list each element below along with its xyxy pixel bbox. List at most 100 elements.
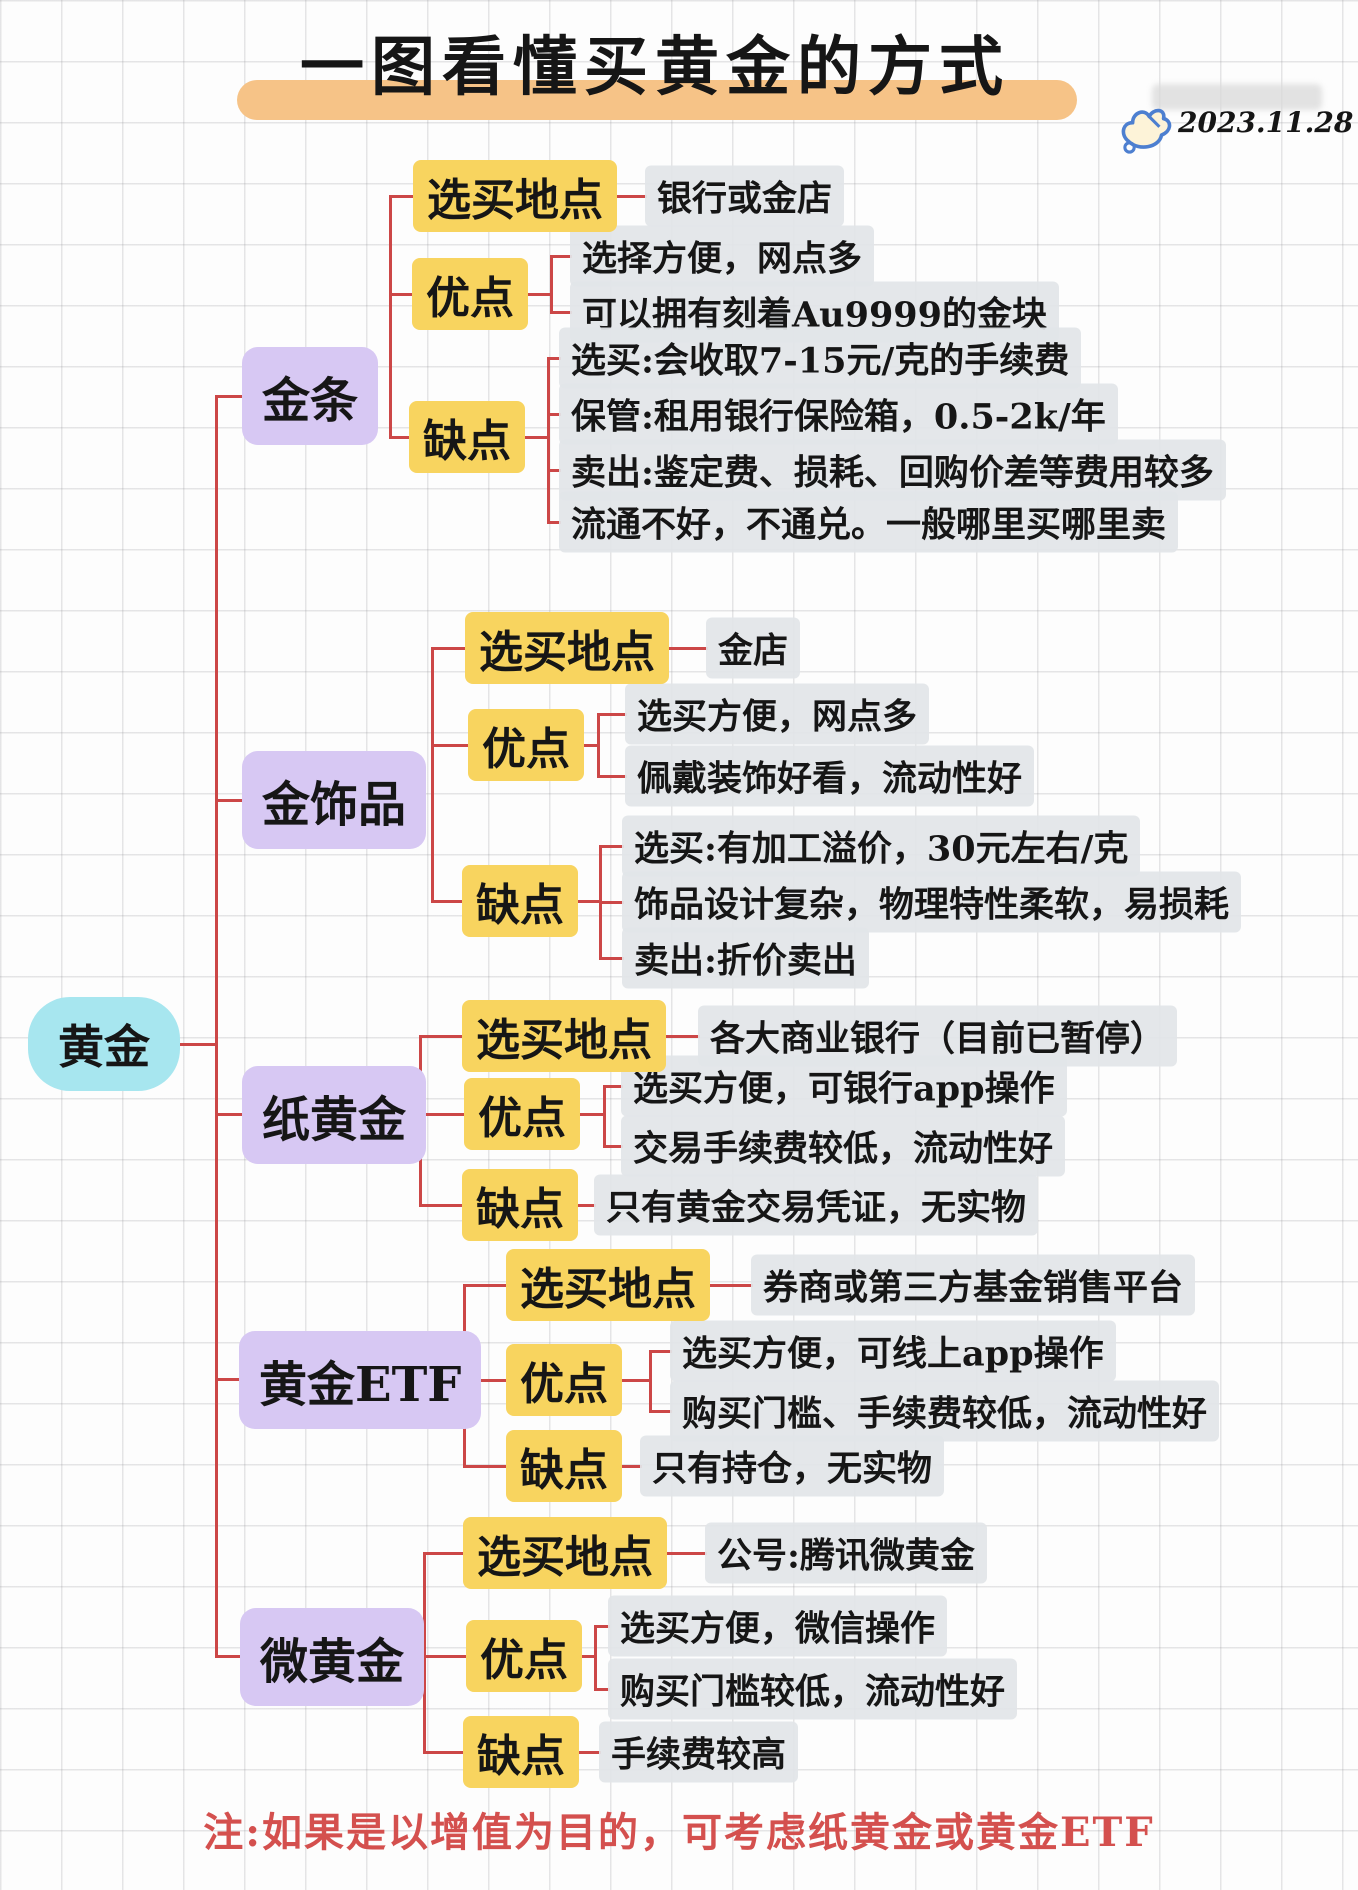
connector-line <box>655 1035 700 1038</box>
connector-line <box>389 436 411 439</box>
leaf-item: 保管:租用银行保险箱，0.5-2k/年 <box>559 383 1118 445</box>
group-label: 选买地点 <box>506 1249 710 1321</box>
connector-line <box>547 357 561 360</box>
connector-line <box>423 1552 465 1555</box>
connector-line <box>423 1655 468 1658</box>
group-label: 缺点 <box>463 1716 579 1788</box>
leaf-item: 选买方便，网点多 <box>625 683 930 745</box>
branch-node: 微黄金 <box>240 1608 425 1706</box>
group-label: 优点 <box>506 1344 622 1416</box>
connector-line <box>597 713 627 716</box>
connector-line <box>431 744 470 747</box>
connector-line <box>419 1204 464 1207</box>
connector-line <box>528 293 552 296</box>
leaf-item: 购买门槛较低，流动性好 <box>608 1658 1018 1720</box>
connector-line <box>389 195 415 198</box>
branch-node: 纸黄金 <box>242 1066 427 1164</box>
connector-line <box>389 195 392 438</box>
leaf-item: 购买门槛、手续费较低，流动性好 <box>670 1380 1220 1442</box>
group-label: 选买地点 <box>465 612 669 684</box>
connector-line <box>649 1410 672 1413</box>
connector-line <box>547 521 561 524</box>
connector-line <box>215 395 245 398</box>
leaf-item: 金店 <box>706 617 801 679</box>
leaf-item: 选买方便，可银行app操作 <box>621 1055 1067 1117</box>
connector-line <box>603 1085 623 1088</box>
connector-line <box>215 799 244 802</box>
connector-line <box>463 1379 508 1382</box>
connector-line <box>431 647 467 650</box>
connector-line <box>419 1113 466 1116</box>
group-label: 缺点 <box>462 1169 578 1241</box>
leaf-item: 只有持仓，无实物 <box>640 1435 945 1497</box>
connector-line <box>560 1113 606 1116</box>
leaf-item: 只有黄金交易凭证，无实物 <box>594 1174 1039 1236</box>
connector-line <box>597 713 600 777</box>
leaf-item: 选买方便，微信操作 <box>608 1595 948 1657</box>
connector-line <box>649 1350 652 1412</box>
connector-line <box>649 1350 672 1353</box>
leaf-item: 卖出:鉴定费、损耗、回购价差等费用较多 <box>559 439 1226 501</box>
connector-line <box>594 1688 610 1691</box>
leaf-item: 公号:腾讯微黄金 <box>705 1522 987 1584</box>
connector-line <box>599 845 624 848</box>
leaf-item: 佩戴装饰好看，流动性好 <box>625 745 1035 807</box>
connector-line <box>423 1751 465 1754</box>
group-label: 优点 <box>464 1078 580 1150</box>
connector-line <box>599 901 624 904</box>
branch-node: 黄金ETF <box>239 1331 482 1429</box>
connector-line <box>215 1113 244 1116</box>
branch-node: 金饰品 <box>242 751 427 849</box>
group-label: 缺点 <box>409 401 525 473</box>
group-label: 选买地点 <box>413 160 617 232</box>
connector-line <box>215 1378 242 1381</box>
branch-node: 金条 <box>242 347 379 445</box>
dove-icon <box>1121 108 1172 154</box>
leaf-item: 选买:会收取7-15元/克的手续费 <box>559 327 1082 389</box>
group-label: 优点 <box>412 258 528 330</box>
connector-line <box>547 469 561 472</box>
leaf-item: 流通不好，不通兑。一般哪里买哪里卖 <box>559 491 1179 553</box>
connector-line <box>547 357 550 523</box>
connector-line <box>463 1284 508 1287</box>
connector-line <box>603 1085 606 1147</box>
footer-note: 注:如果是以增值为目的，可考虑纸黄金或黄金ETF <box>203 1809 1155 1856</box>
connector-line <box>594 1625 610 1628</box>
connector-line <box>600 195 647 198</box>
leaf-item: 手续费较高 <box>599 1721 799 1783</box>
watermark-blur <box>1152 84 1322 110</box>
page-title: 一图看懂买黄金的方式 <box>300 30 1010 105</box>
connector-line <box>547 413 561 416</box>
group-label: 缺点 <box>462 865 578 937</box>
leaf-item: 选买:有加工溢价，30元左右/克 <box>622 815 1141 877</box>
connector-line <box>550 255 572 258</box>
connector-line <box>550 255 553 314</box>
connector-line <box>431 900 464 903</box>
title-highlight <box>237 80 1077 120</box>
connector-line <box>550 311 572 314</box>
date-text: 2023.11.28 <box>1178 106 1354 139</box>
leaf-item: 选买方便，可线上app操作 <box>670 1320 1116 1382</box>
connector-line <box>594 1625 597 1690</box>
group-label: 优点 <box>466 1620 582 1692</box>
connector-line <box>215 1655 243 1658</box>
group-label: 缺点 <box>506 1430 622 1502</box>
connector-line <box>431 647 434 903</box>
leaf-item: 卖出:折价卖出 <box>622 927 869 989</box>
connector-line <box>423 1552 426 1754</box>
root-node: 黄金 <box>28 997 180 1091</box>
connector-line <box>599 957 624 960</box>
connector-line <box>419 1035 464 1038</box>
connector-line <box>522 436 550 439</box>
connector-line <box>655 647 708 650</box>
leaf-item: 饰品设计复杂，物理特性柔软，易损耗 <box>622 871 1242 933</box>
connector-line <box>652 1552 707 1555</box>
leaf-item: 银行或金店 <box>645 165 845 227</box>
connector-line <box>612 1379 652 1382</box>
connector-line <box>389 293 414 296</box>
connector-line <box>597 775 627 778</box>
connector-line <box>463 1465 508 1468</box>
group-label: 选买地点 <box>463 1517 667 1589</box>
leaf-item: 交易手续费较低，流动性好 <box>621 1115 1066 1177</box>
